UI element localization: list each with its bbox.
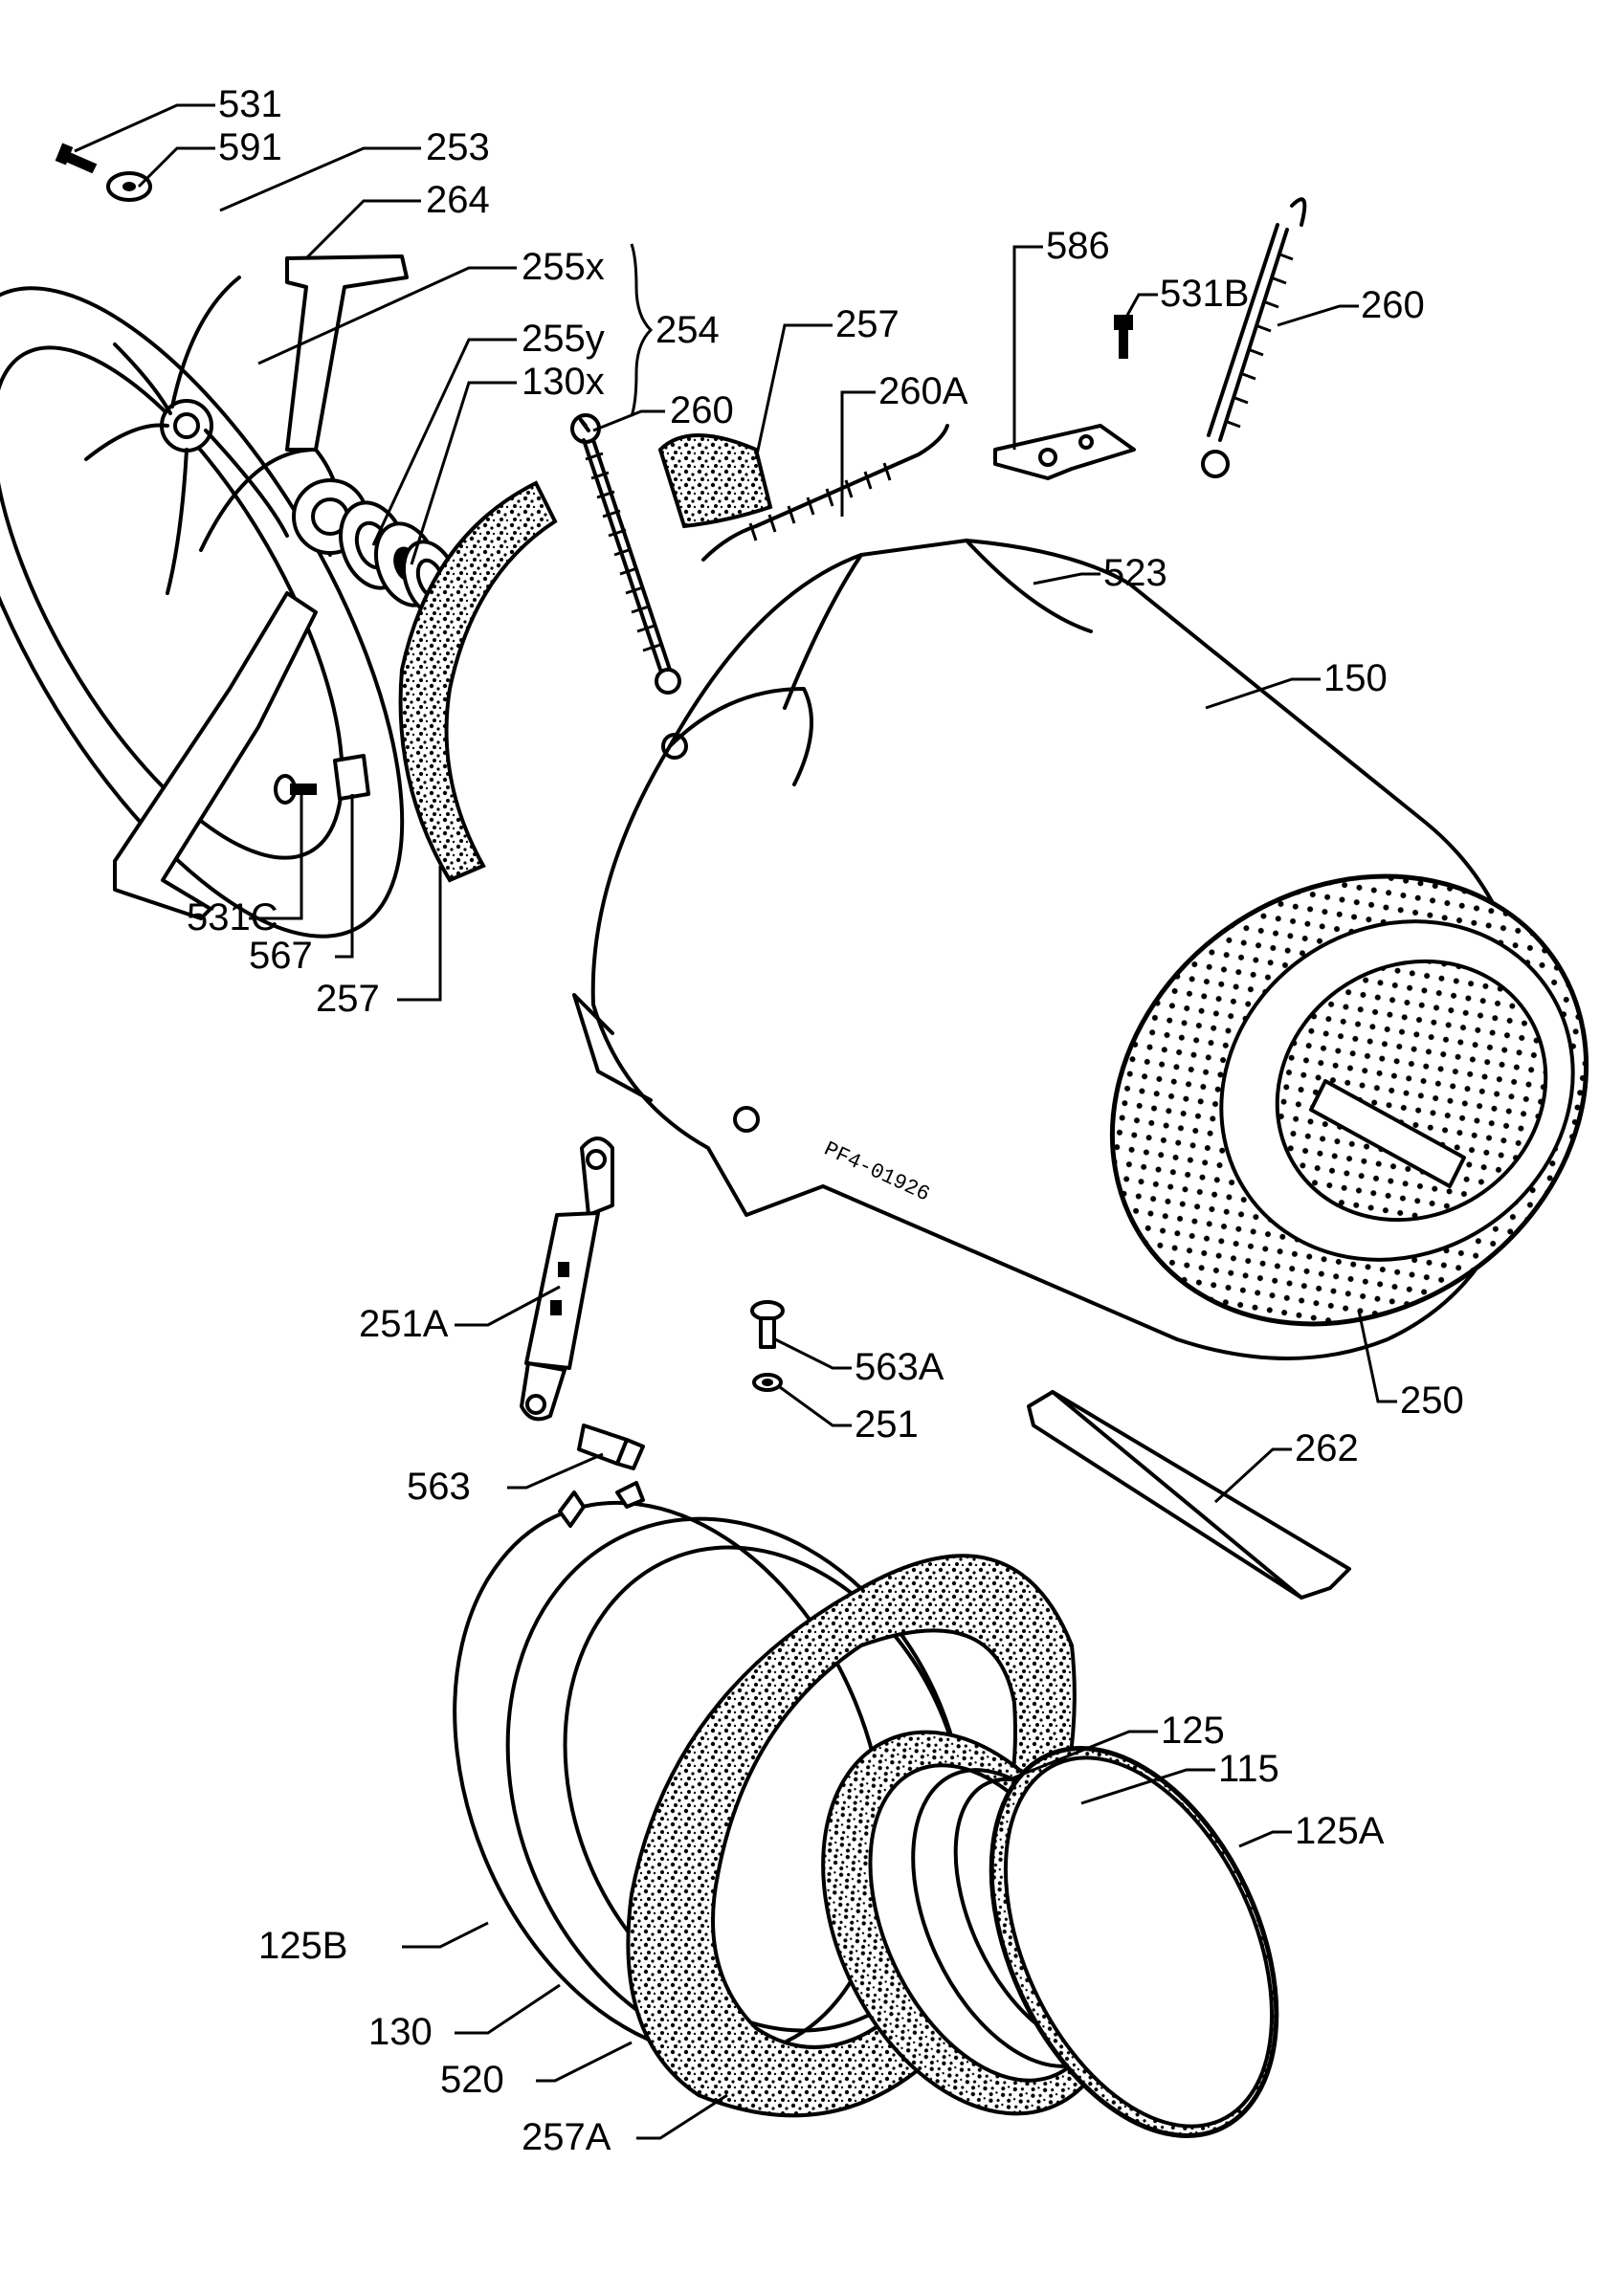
screw-531b [1114, 315, 1133, 359]
label-250: 250 [1400, 1380, 1464, 1422]
label-125b: 125B [258, 1925, 347, 1967]
counterweight-257-top [657, 433, 773, 529]
label-567: 567 [249, 935, 313, 977]
label-520: 520 [440, 2059, 504, 2101]
label-150: 150 [1323, 657, 1388, 699]
clamp-ring-125a [989, 1746, 1279, 2138]
screw-531 [55, 143, 98, 174]
label-254: 254 [655, 309, 720, 351]
label-531c: 531C [187, 896, 278, 938]
label-130: 130 [368, 2011, 433, 2053]
spring-260-right [1201, 197, 1307, 478]
label-115: 115 [1218, 1748, 1279, 1790]
label-563a: 563A [855, 1346, 944, 1388]
bolt-563a [750, 1300, 785, 1349]
plate-567 [333, 754, 370, 801]
spring-260-middle [570, 413, 681, 695]
label-531b: 531B [1160, 273, 1249, 315]
label-264: 264 [426, 179, 490, 221]
label-591: 591 [218, 126, 282, 168]
drum-spider-264 [113, 254, 409, 920]
label-251: 251 [855, 1403, 919, 1446]
lifter-262 [1027, 1390, 1351, 1600]
label-260a: 260A [878, 370, 968, 412]
label-251a: 251A [359, 1303, 449, 1345]
leader-lines [74, 103, 1397, 2140]
shock-absorber-251a [520, 1137, 614, 1422]
label-531: 531 [218, 83, 282, 125]
label-125a: 125A [1295, 1810, 1385, 1852]
label-586: 586 [1046, 225, 1110, 267]
label-255x: 255x [522, 246, 605, 288]
label-257-left: 257 [316, 978, 380, 1020]
bracket-586 [993, 424, 1136, 480]
label-125: 125 [1161, 1710, 1225, 1752]
counterweight-257-left [398, 480, 558, 883]
label-255y: 255y [522, 318, 605, 360]
label-260-right: 260 [1361, 284, 1425, 326]
washer-591 [106, 171, 152, 202]
washer-251 [752, 1373, 783, 1392]
label-523: 523 [1103, 552, 1167, 594]
screw-531c [274, 774, 317, 805]
label-262: 262 [1295, 1427, 1359, 1469]
label-260-middle: 260 [670, 389, 734, 431]
label-130x: 130x [522, 361, 605, 403]
label-257-top: 257 [835, 303, 900, 345]
label-253: 253 [426, 126, 490, 168]
bolt-563 [577, 1424, 645, 1470]
drum-250 [1109, 873, 1589, 1327]
spring-260a [701, 424, 949, 562]
label-563: 563 [407, 1466, 471, 1508]
label-257a: 257A [522, 2116, 611, 2158]
pulley-253 [0, 276, 405, 938]
